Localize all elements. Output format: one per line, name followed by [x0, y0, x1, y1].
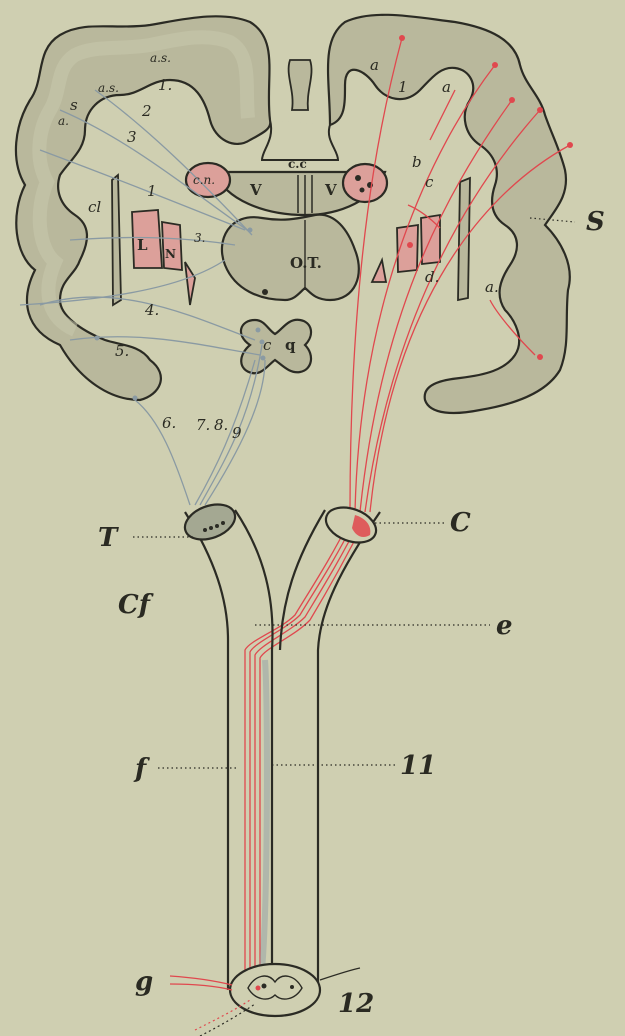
fissure-stem	[289, 60, 312, 110]
peduncle-cut-C	[321, 501, 381, 549]
label-1-right: 1	[398, 78, 408, 96]
label-11: 11	[400, 751, 436, 781]
T-dot-4	[221, 521, 225, 525]
thalamus-dot	[262, 289, 268, 295]
label-Cf: Cf	[118, 590, 154, 620]
label-8: 8.	[214, 416, 228, 434]
cord-dot-2	[290, 985, 294, 989]
label-L: L	[137, 236, 148, 254]
label-a-left: a.	[58, 114, 69, 128]
peduncle-left-outer	[185, 512, 228, 990]
caudate-dot-1	[355, 175, 361, 181]
T-dot-2	[209, 526, 213, 530]
peduncle-cut-T	[180, 498, 240, 546]
label-cc: c.c	[288, 157, 307, 171]
cord-dot-1	[262, 984, 267, 989]
label-V-left: V	[249, 181, 262, 199]
label-4: 4.	[144, 301, 159, 319]
peduncle-right-outer	[318, 512, 380, 990]
label-a-right-1: a	[370, 56, 379, 74]
label-V-right: V	[324, 181, 337, 199]
label-s-left: s	[70, 96, 78, 114]
left-hemisphere	[16, 16, 270, 400]
label-c-q: c	[263, 336, 272, 354]
label-S: S	[586, 207, 605, 237]
label-5: 5.	[115, 342, 129, 360]
label-12: 12	[338, 989, 374, 1019]
peduncles	[185, 510, 380, 990]
red-dot-3	[509, 97, 515, 103]
nerve-right-1	[320, 968, 360, 980]
label-cl: cl	[88, 198, 101, 216]
label-a-right-2: a	[442, 78, 451, 96]
label-a-right-3: a.	[485, 278, 499, 296]
peduncle-right-inner	[280, 510, 325, 650]
lenticular-wedge-right	[372, 260, 386, 282]
red-dot-6	[537, 354, 543, 360]
red-dot-4	[537, 107, 543, 113]
label-cn: c.n.	[193, 173, 215, 187]
blue-dot-6	[133, 396, 138, 401]
label-C: C	[450, 508, 471, 538]
T-dot-3	[215, 524, 219, 528]
label-as-top: a.s.	[150, 51, 171, 65]
blue-dot-5	[95, 336, 100, 341]
label-3-dot: 3.	[194, 231, 205, 245]
central-fissure	[262, 120, 338, 160]
T-dot-1	[203, 528, 207, 532]
label-N: N	[165, 247, 176, 261]
red-dot-lenticular	[407, 242, 413, 248]
label-1-inner: 1	[147, 182, 157, 200]
cq-dot-1	[256, 328, 261, 333]
label-7: 7.	[196, 416, 210, 434]
label-2-left: 2	[141, 102, 152, 120]
corpora-quadrigemina	[241, 320, 311, 373]
claustrum-left	[112, 175, 121, 305]
blue-cord-shade	[262, 660, 267, 970]
label-q: q	[285, 336, 296, 354]
nerve-g-2	[170, 984, 232, 990]
label-6: 6.	[162, 414, 176, 432]
cord-red-dot-1	[256, 986, 261, 991]
spinal-cord-section	[230, 964, 320, 1016]
label-OT: O.T.	[290, 254, 322, 272]
red-dot-1	[399, 35, 405, 41]
label-d-right: d.	[425, 268, 439, 286]
red-dot-2	[492, 62, 498, 68]
label-c-right: c	[425, 173, 434, 191]
label-1-left: 1.	[158, 76, 172, 94]
red-dot-5	[567, 142, 573, 148]
label-f: f	[133, 754, 150, 784]
label-e: e	[496, 611, 513, 641]
label-T: T	[98, 523, 119, 553]
caudate-dot-3	[360, 188, 365, 193]
label-b-right: b	[412, 153, 422, 171]
lenticular-wedge-left	[185, 262, 195, 305]
label-9: 9	[232, 424, 242, 442]
cq-dot-3	[261, 356, 266, 361]
label-g: g	[135, 967, 153, 997]
label-as-left: a.s.	[98, 81, 119, 95]
caudate-nucleus-right	[343, 164, 387, 202]
lenticular-N	[162, 222, 182, 270]
label-3-left: 3	[127, 128, 137, 146]
